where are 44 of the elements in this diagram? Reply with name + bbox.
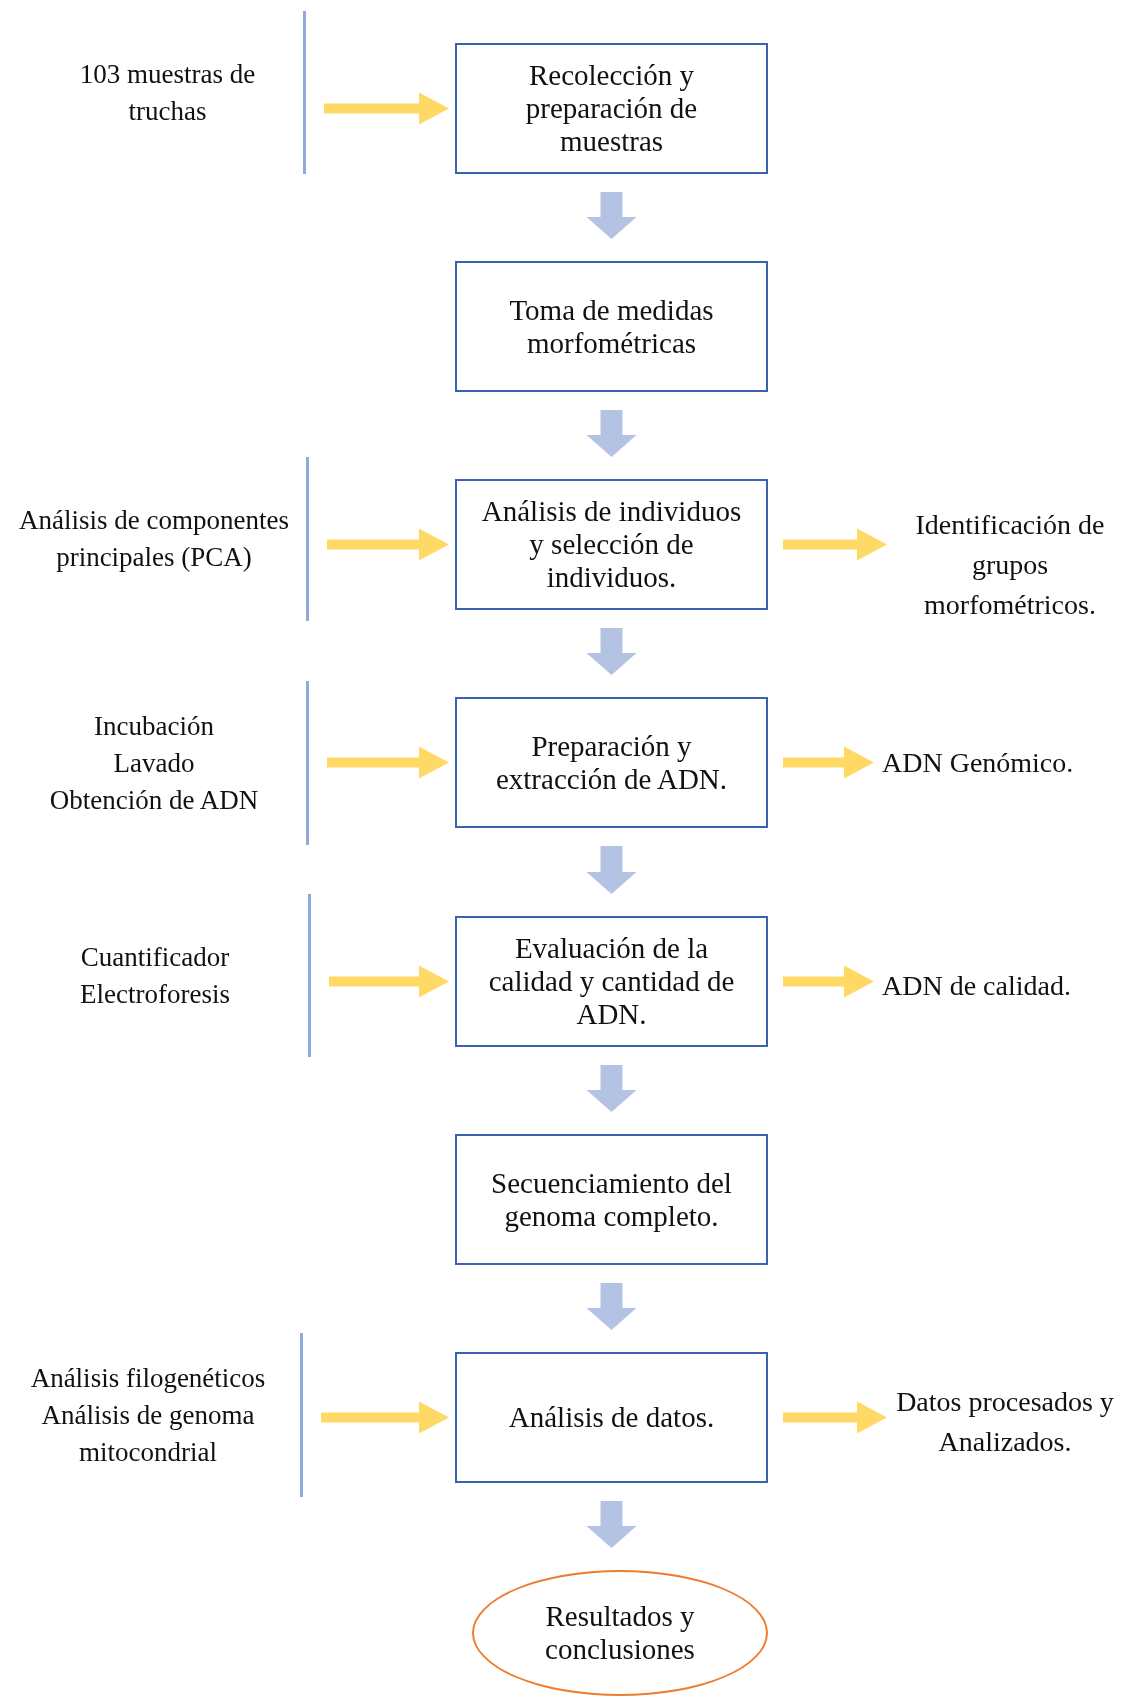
box-text: Resultados y conclusiones xyxy=(544,1600,696,1666)
box-text: Preparación y extracción de ADN. xyxy=(494,729,729,796)
arrow xyxy=(586,846,637,894)
result-text: ADN de calidad. xyxy=(882,966,1122,1006)
note-text: Cuantificador xyxy=(80,940,230,974)
arrow xyxy=(586,1283,637,1330)
arrow xyxy=(783,1401,887,1434)
note-text: Obtención de ADN xyxy=(49,783,259,817)
result-text: Datos procesados y Analizados. xyxy=(895,1357,1115,1487)
note-text: Electroforesis xyxy=(80,977,230,1011)
process-box xyxy=(455,43,768,174)
process-box xyxy=(455,916,768,1047)
arrow xyxy=(783,746,874,779)
arrow xyxy=(586,410,637,457)
note-text: 103 muestras de truchas xyxy=(78,57,257,128)
note-text: Incubación xyxy=(94,709,214,743)
box-text: Secuenciamiento del genoma completo. xyxy=(490,1166,733,1233)
process-box xyxy=(455,261,768,392)
process-box xyxy=(455,1352,768,1483)
arrow xyxy=(586,1501,637,1548)
arrow xyxy=(783,528,887,561)
result-text: ADN Genómico. xyxy=(882,743,1122,783)
box-text: Análisis de datos. xyxy=(508,1401,715,1434)
process-box xyxy=(455,479,768,610)
result-text: Identificación de grupos morfométricos. xyxy=(895,500,1125,630)
arrow xyxy=(327,746,449,779)
arrow xyxy=(783,965,874,998)
note-text: Análisis de componentes principales (PCA) xyxy=(18,504,290,574)
arrow xyxy=(324,92,449,125)
note-text: Lavado xyxy=(113,746,195,780)
note-text: Análisis de genoma mitocondrial xyxy=(40,1398,256,1469)
arrow xyxy=(321,1401,449,1434)
arrow xyxy=(586,628,637,675)
arrow xyxy=(329,965,449,998)
arrow xyxy=(327,528,449,561)
arrow xyxy=(586,192,637,239)
process-box xyxy=(455,1134,768,1265)
note-text: Análisis filogenéticos xyxy=(30,1361,266,1395)
box-text: Análisis de individuos y selección de individuos. xyxy=(480,495,743,594)
box-text: Recolección y preparación de muestras xyxy=(524,59,699,158)
box-text: Toma de medidas morfométricas xyxy=(508,293,715,360)
process-box xyxy=(455,697,768,828)
box-text: Evaluación de la calidad y cantidad de ADN. xyxy=(487,932,736,1031)
arrow xyxy=(586,1065,637,1112)
